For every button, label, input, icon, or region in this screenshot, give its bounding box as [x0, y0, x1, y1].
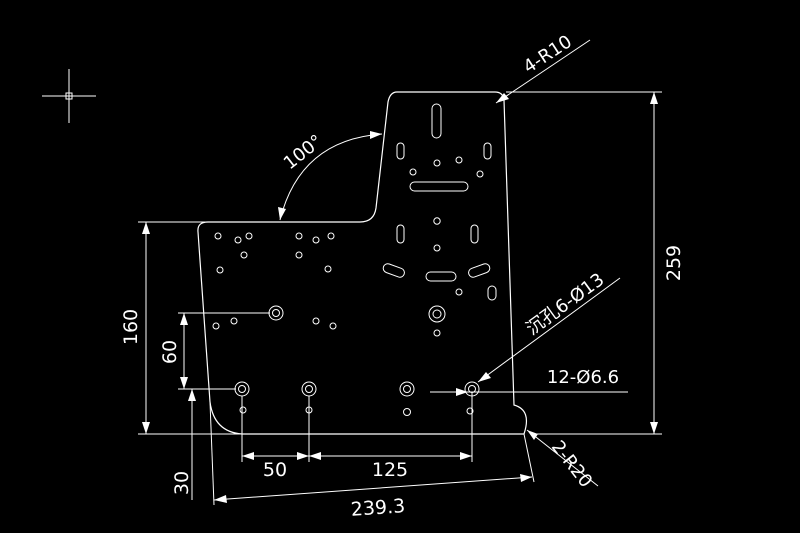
counterbored-holes [234, 305, 480, 397]
round-holes [212, 156, 484, 416]
leader-12-phi-6-6: 12-Ø6.6 [430, 367, 628, 410]
svg-text:30: 30 [171, 471, 193, 495]
crosshair-cursor-icon [42, 69, 96, 123]
leader-6-phi-13: 沉孔6-Ø13 [477, 269, 621, 383]
dimension-239-3: 239.3 [209, 401, 535, 521]
svg-text:239.3: 239.3 [350, 495, 406, 521]
svg-text:60: 60 [159, 340, 181, 364]
svg-text:50: 50 [263, 459, 287, 481]
svg-text:2-R20: 2-R20 [547, 437, 596, 492]
svg-text:沉孔6-Ø13: 沉孔6-Ø13 [522, 269, 608, 339]
svg-text:125: 125 [372, 459, 408, 481]
dimension-50-125: 50 125 [241, 396, 473, 481]
dimension-259: 259 [506, 91, 685, 435]
dimension-60: 60 [159, 312, 270, 390]
svg-text:12-Ø6.6: 12-Ø6.6 [547, 367, 619, 388]
slot-holes [382, 103, 497, 301]
plate-outline [197, 91, 527, 435]
svg-text:100°: 100° [280, 131, 327, 174]
dimension-angle-100: 100° [278, 131, 383, 221]
leader-2-r20: 2-R20 [526, 429, 599, 492]
svg-text:259: 259 [663, 245, 685, 281]
dimension-160: 160 [120, 221, 242, 435]
dimension-30: 30 [171, 388, 204, 500]
svg-text:160: 160 [120, 309, 142, 345]
